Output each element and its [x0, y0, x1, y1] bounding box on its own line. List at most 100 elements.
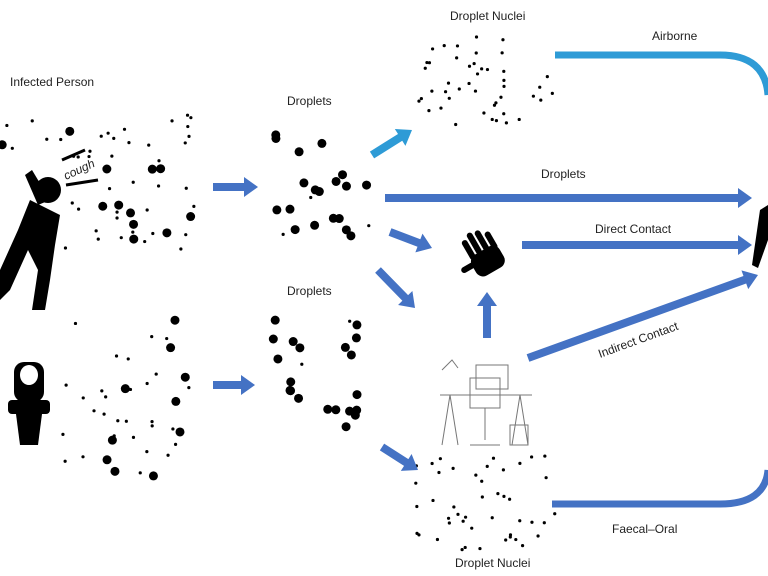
droplet-dot: [104, 395, 108, 399]
droplet-dot: [61, 432, 65, 436]
droplet-dot: [346, 231, 356, 241]
droplet-dot: [463, 545, 467, 550]
droplet-dot: [187, 386, 191, 390]
transmission-arrow: [388, 228, 432, 253]
droplet-dot: [131, 435, 136, 439]
droplet-dot: [480, 495, 484, 499]
arrows: [213, 128, 758, 471]
droplet-dot: [473, 89, 478, 93]
droplet-dot: [120, 384, 130, 394]
droplet-dot: [0, 140, 7, 150]
droplet-dot: [348, 319, 352, 323]
droplet-dot: [480, 479, 484, 483]
droplet-dot: [362, 180, 372, 190]
direct-contact-label: Direct Contact: [595, 222, 672, 236]
droplet-dot: [502, 78, 506, 82]
droplet-dot: [107, 187, 112, 191]
droplet-dot: [438, 457, 442, 461]
droplet-dot: [73, 321, 78, 326]
droplet-dot: [150, 420, 154, 424]
transmission-arrow: [526, 270, 758, 362]
droplet-dot: [63, 246, 68, 250]
droplet-dot: [508, 535, 512, 539]
droplet-dot: [504, 121, 508, 125]
droplet-dot: [150, 335, 154, 339]
droplet-dot: [443, 90, 448, 94]
droplet-dot: [281, 232, 285, 236]
droplet-dot: [295, 343, 305, 353]
droplet-dot: [474, 35, 479, 39]
droplet-dot: [367, 224, 371, 228]
droplet-dot: [341, 181, 351, 191]
droplet-dot: [419, 96, 423, 101]
droplet-dot: [430, 461, 434, 466]
droplet-dot: [430, 89, 434, 93]
droplet-dot: [128, 387, 133, 392]
droplet-dot: [294, 147, 304, 157]
droplet-dot: [192, 204, 196, 208]
droplet-dot: [294, 393, 304, 403]
droplet-dot: [88, 149, 92, 153]
droplet-dot: [300, 362, 304, 366]
droplet-dot: [122, 127, 127, 131]
droplet-dot: [102, 455, 112, 465]
droplet-dot: [455, 44, 460, 48]
droplets-route-label: Droplets: [541, 167, 586, 181]
desk-workspace-icon: [440, 359, 532, 446]
droplet-dot: [110, 466, 120, 476]
droplet-dot: [338, 170, 348, 180]
hand-icon: [461, 230, 505, 277]
droplet-dot: [65, 126, 75, 136]
droplet-dot: [530, 520, 534, 524]
droplet-dot: [539, 98, 543, 102]
droplet-dot: [454, 122, 458, 127]
receiving-person-icon: [752, 205, 768, 268]
droplet-dot: [129, 219, 139, 229]
droplet-dot: [99, 134, 103, 138]
droplet-dot: [491, 456, 496, 460]
droplet-dot: [184, 186, 188, 190]
droplet-dot: [64, 383, 68, 387]
droplet-dot: [417, 99, 421, 103]
droplet-dot: [272, 205, 282, 215]
droplet-dot: [115, 210, 119, 214]
droplet-dot: [446, 81, 451, 85]
droplet-dot: [299, 178, 309, 188]
droplet-dot: [538, 85, 542, 89]
droplet-dot: [184, 233, 188, 237]
droplet-dot: [536, 534, 540, 538]
droplet-dot: [447, 521, 451, 525]
faecal-oral-route-line: [552, 469, 768, 508]
droplet-dot: [173, 442, 178, 446]
droplet-dot: [531, 94, 535, 98]
droplet-dot: [456, 512, 460, 516]
transmission-arrow: [213, 177, 258, 197]
droplet-dot: [290, 225, 300, 235]
droplet-dot: [112, 136, 116, 140]
droplet-dot: [185, 113, 190, 117]
droplet-dot: [116, 419, 120, 423]
transmission-arrow: [379, 443, 418, 471]
airborne-label: Airborne: [652, 29, 698, 43]
droplet-dot: [553, 512, 557, 516]
droplet-dot: [180, 372, 190, 382]
droplet-dot: [271, 130, 281, 140]
droplet-dot: [331, 176, 341, 186]
droplet-dot: [430, 47, 435, 51]
droplet-dot: [323, 404, 333, 414]
droplets-top-label: Droplets: [287, 94, 332, 108]
droplet-dot: [126, 208, 136, 218]
droplet-dot: [286, 377, 296, 387]
droplet-dot: [467, 64, 472, 68]
droplet-dot: [423, 66, 427, 70]
droplet-dot: [131, 180, 135, 184]
droplet-dot: [98, 201, 108, 211]
droplet-dot: [124, 419, 128, 423]
droplet-dot: [102, 412, 106, 416]
droplet-dot: [100, 389, 104, 393]
droplet-dot: [467, 81, 471, 86]
droplet-dot: [542, 521, 546, 525]
droplet-dot: [490, 117, 494, 122]
droplet-dot: [480, 67, 484, 71]
